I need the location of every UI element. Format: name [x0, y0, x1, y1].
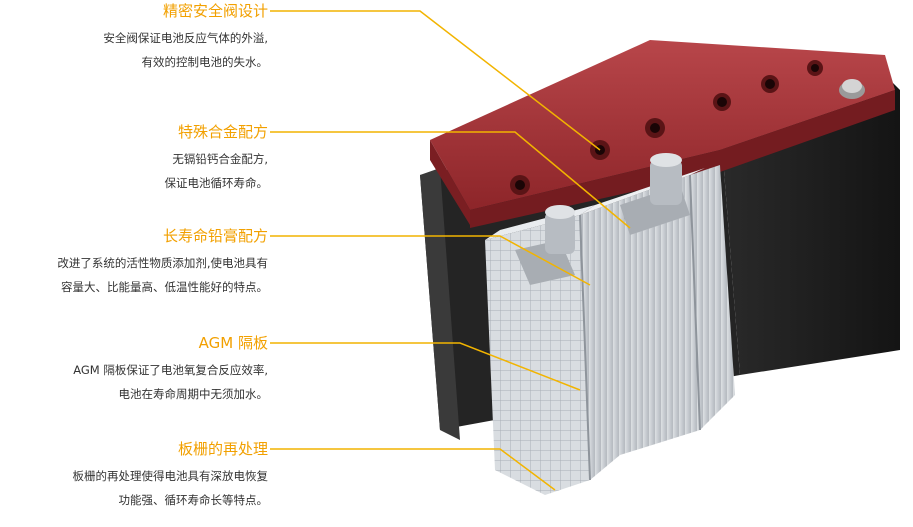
vent-hole-icon	[510, 60, 823, 195]
connector-strap	[515, 153, 690, 285]
callout-description: 板栅的再处理使得电池具有深放电恢复 功能强、循环寿命长等特点。	[73, 464, 269, 512]
callout-line: 改进了系统的活性物质添加剂,使电池具有	[57, 256, 268, 270]
callout-description: 无镉铅钙合金配方, 保证电池循环寿命。	[165, 147, 269, 195]
callout-title: 精密安全阀设计	[162, 2, 268, 20]
callout-line: 安全阀保证电池反应气体的外溢,	[103, 31, 268, 45]
leader-lines	[270, 10, 631, 491]
plate-stack	[485, 165, 735, 495]
callout-title: 长寿命铅膏配方	[162, 227, 268, 245]
callout-line: 功能强、循环寿命长等特点。	[118, 493, 269, 507]
callout-line: 电池在寿命周期中无须加水。	[118, 387, 269, 401]
callout-description: 安全阀保证电池反应气体的外溢, 有效的控制电池的失水。	[103, 26, 268, 74]
callout-paste-formula: 长寿命铅膏配方 改进了系统的活性物质添加剂,使电池具有 容量大、比能量高、低温性…	[57, 227, 268, 299]
callout-line: 有效的控制电池的失水。	[141, 55, 269, 69]
callout-grid-treatment: 板栅的再处理 板栅的再处理使得电池具有深放电恢复 功能强、循环寿命长等特点。	[73, 440, 269, 512]
terminal-post-icon	[839, 79, 865, 99]
callout-line: AGM 隔板保证了电池氧复合反应效率,	[73, 363, 268, 377]
callout-line: 保证电池循环寿命。	[164, 176, 269, 190]
callout-alloy-formula: 特殊合金配方 无镉铅钙合金配方, 保证电池循环寿命。	[165, 123, 269, 195]
callout-title: AGM 隔板	[198, 334, 268, 352]
callout-agm-separator: AGM 隔板 AGM 隔板保证了电池氧复合反应效率, 电池在寿命周期中无须加水。	[73, 334, 268, 406]
battery-lid	[430, 40, 895, 228]
callout-safety-valve: 精密安全阀设计 安全阀保证电池反应气体的外溢, 有效的控制电池的失水。	[103, 2, 268, 74]
callout-line: 无镉铅钙合金配方,	[172, 152, 268, 166]
callout-title: 特殊合金配方	[177, 123, 268, 141]
callout-description: AGM 隔板保证了电池氧复合反应效率, 电池在寿命周期中无须加水。	[73, 358, 268, 406]
callout-line: 容量大、比能量高、低温性能好的特点。	[61, 280, 268, 294]
callout-title: 板栅的再处理	[177, 440, 268, 458]
callout-description: 改进了系统的活性物质添加剂,使电池具有 容量大、比能量高、低温性能好的特点。	[57, 251, 268, 299]
callout-line: 板栅的再处理使得电池具有深放电恢复	[72, 469, 269, 483]
